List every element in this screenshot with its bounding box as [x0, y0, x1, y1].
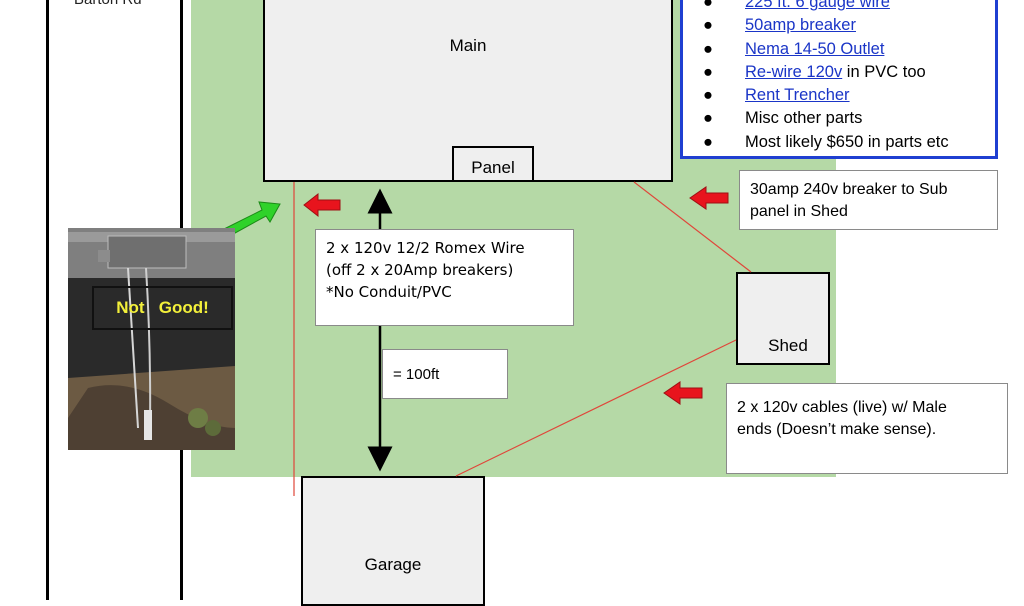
red-arrow-romex — [304, 194, 340, 216]
parts-list-item: ●50amp breaker — [683, 14, 995, 37]
link-rent-trencher[interactable]: Rent Trencher — [745, 86, 850, 104]
not-good-caption: Not Good! — [92, 286, 233, 330]
parts-list-item: ●Rent Trencher — [683, 84, 995, 107]
red-arrow-cables — [664, 382, 702, 404]
misc-parts-text: Misc other parts — [745, 109, 862, 127]
parts-list-item: ●225 ft. 6 gauge wire — [683, 0, 995, 14]
link-nema-outlet[interactable]: Nema 14-50 Outlet — [745, 40, 884, 58]
romex-line-3: *No Conduit/PVC — [326, 281, 563, 303]
rewire-suffix: in PVC too — [842, 63, 925, 81]
parts-list-box: ●225 ft. 6 gauge wire ●50amp breaker ●Ne… — [680, 0, 998, 159]
parts-list-item: ●Most likely $650 in parts etc — [683, 131, 995, 154]
parts-list-item: ●Nema 14-50 Outlet — [683, 38, 995, 61]
romex-line-2: (off 2 x 20Amp breakers) — [326, 259, 563, 281]
breaker-line-1: 30amp 240v breaker to Sub — [750, 179, 987, 201]
link-rewire-120v[interactable]: Re-wire 120v — [745, 63, 842, 81]
red-arrow-breaker — [690, 187, 728, 209]
breaker-note: 30amp 240v breaker to Sub panel in Shed — [739, 170, 998, 230]
sub-panel-wire-line — [634, 182, 751, 272]
wall-outlet-photo — [68, 228, 235, 450]
romex-note: 2 x 120v 12/2 Romex Wire (off 2 x 20Amp … — [315, 229, 574, 326]
parts-list-item: ●Misc other parts — [683, 107, 995, 130]
cables-line-1: 2 x 120v cables (live) w/ Male — [737, 397, 997, 419]
distance-text: = 100ft — [393, 364, 497, 386]
link-50amp-breaker[interactable]: 50amp breaker — [745, 16, 856, 34]
parts-list-item: ●Re-wire 120v in PVC too — [683, 61, 995, 84]
cables-line-2: ends (Doesn’t make sense). — [737, 419, 997, 441]
distance-note: = 100ft — [382, 349, 508, 399]
link-6-gauge-wire[interactable]: 225 ft. 6 gauge wire — [745, 0, 890, 11]
breaker-line-2: panel in Shed — [750, 201, 987, 223]
cost-estimate-text: Most likely $650 in parts etc — [745, 133, 949, 151]
cables-note: 2 x 120v cables (live) w/ Male ends (Doe… — [726, 383, 1008, 474]
romex-line-1: 2 x 120v 12/2 Romex Wire — [326, 237, 563, 259]
